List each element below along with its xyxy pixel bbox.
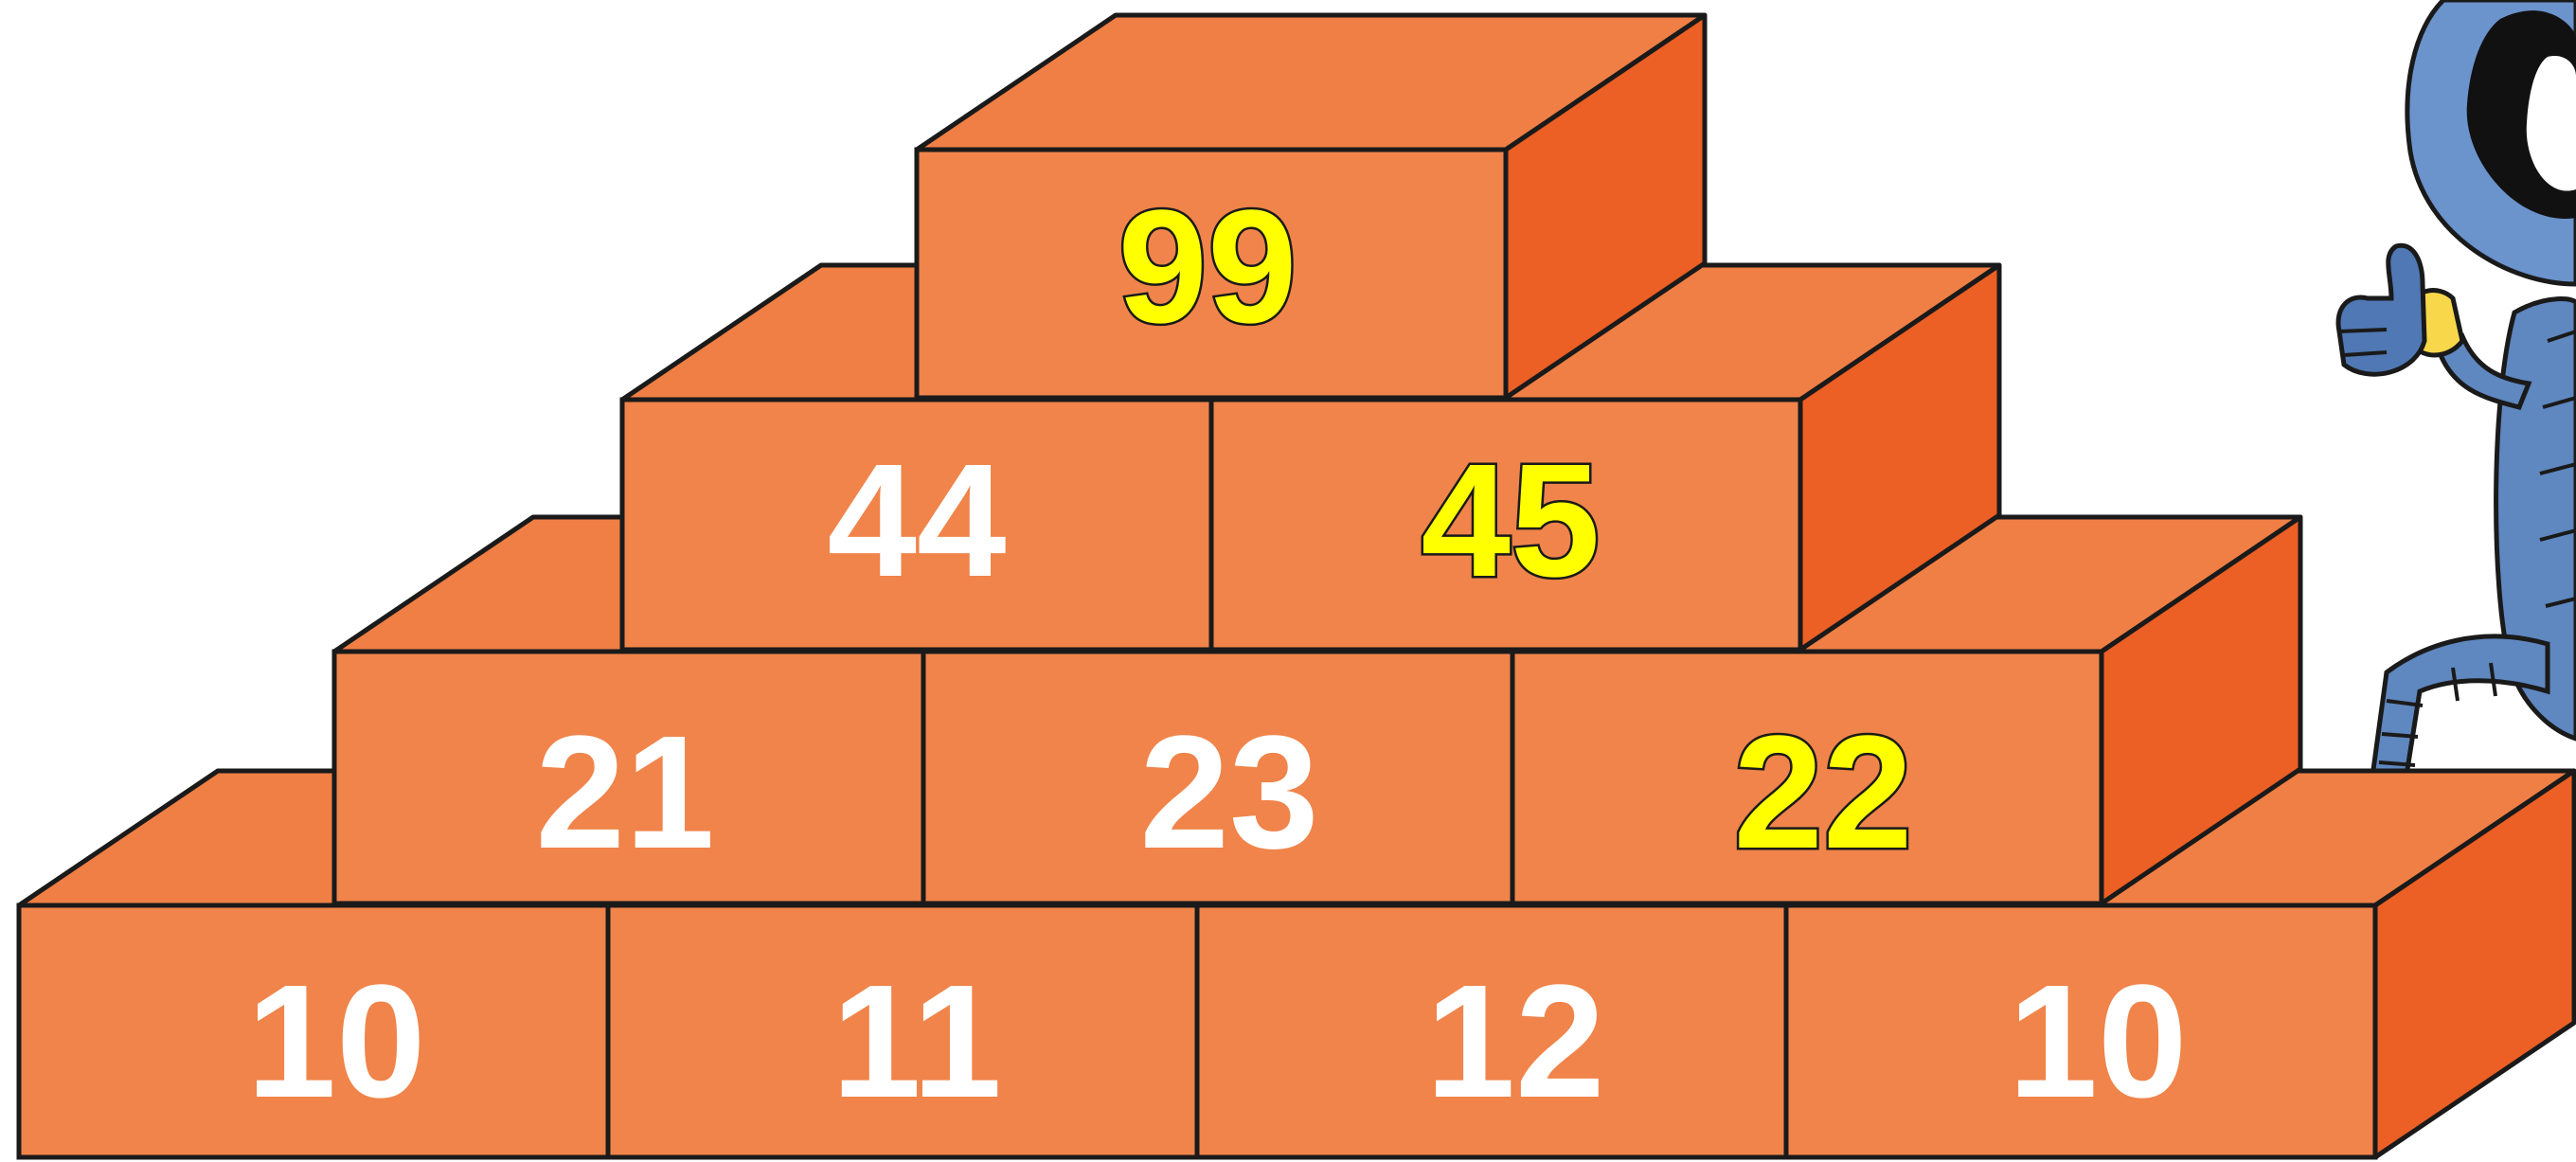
brick-value: 10 [2008, 952, 2187, 1132]
brick-value: 12 [1425, 952, 1604, 1132]
brick-value: 23 [1139, 703, 1318, 883]
brick-value-highlighted: 22 [1733, 703, 1912, 883]
mascot-leg [2372, 636, 2548, 781]
brick-value: 11 [832, 952, 1002, 1132]
brick-value-highlighted: 45 [1421, 431, 1600, 611]
brick-value: 10 [246, 952, 425, 1132]
brick-value-highlighted: 99 [1118, 177, 1297, 357]
brick-value: 44 [827, 431, 1006, 611]
brick-value: 21 [535, 703, 714, 883]
brick-row-top: 99 [917, 15, 1705, 398]
brick-pyramid: 10 11 12 10 21 23 22 44 45 99 [19, 15, 2574, 1157]
